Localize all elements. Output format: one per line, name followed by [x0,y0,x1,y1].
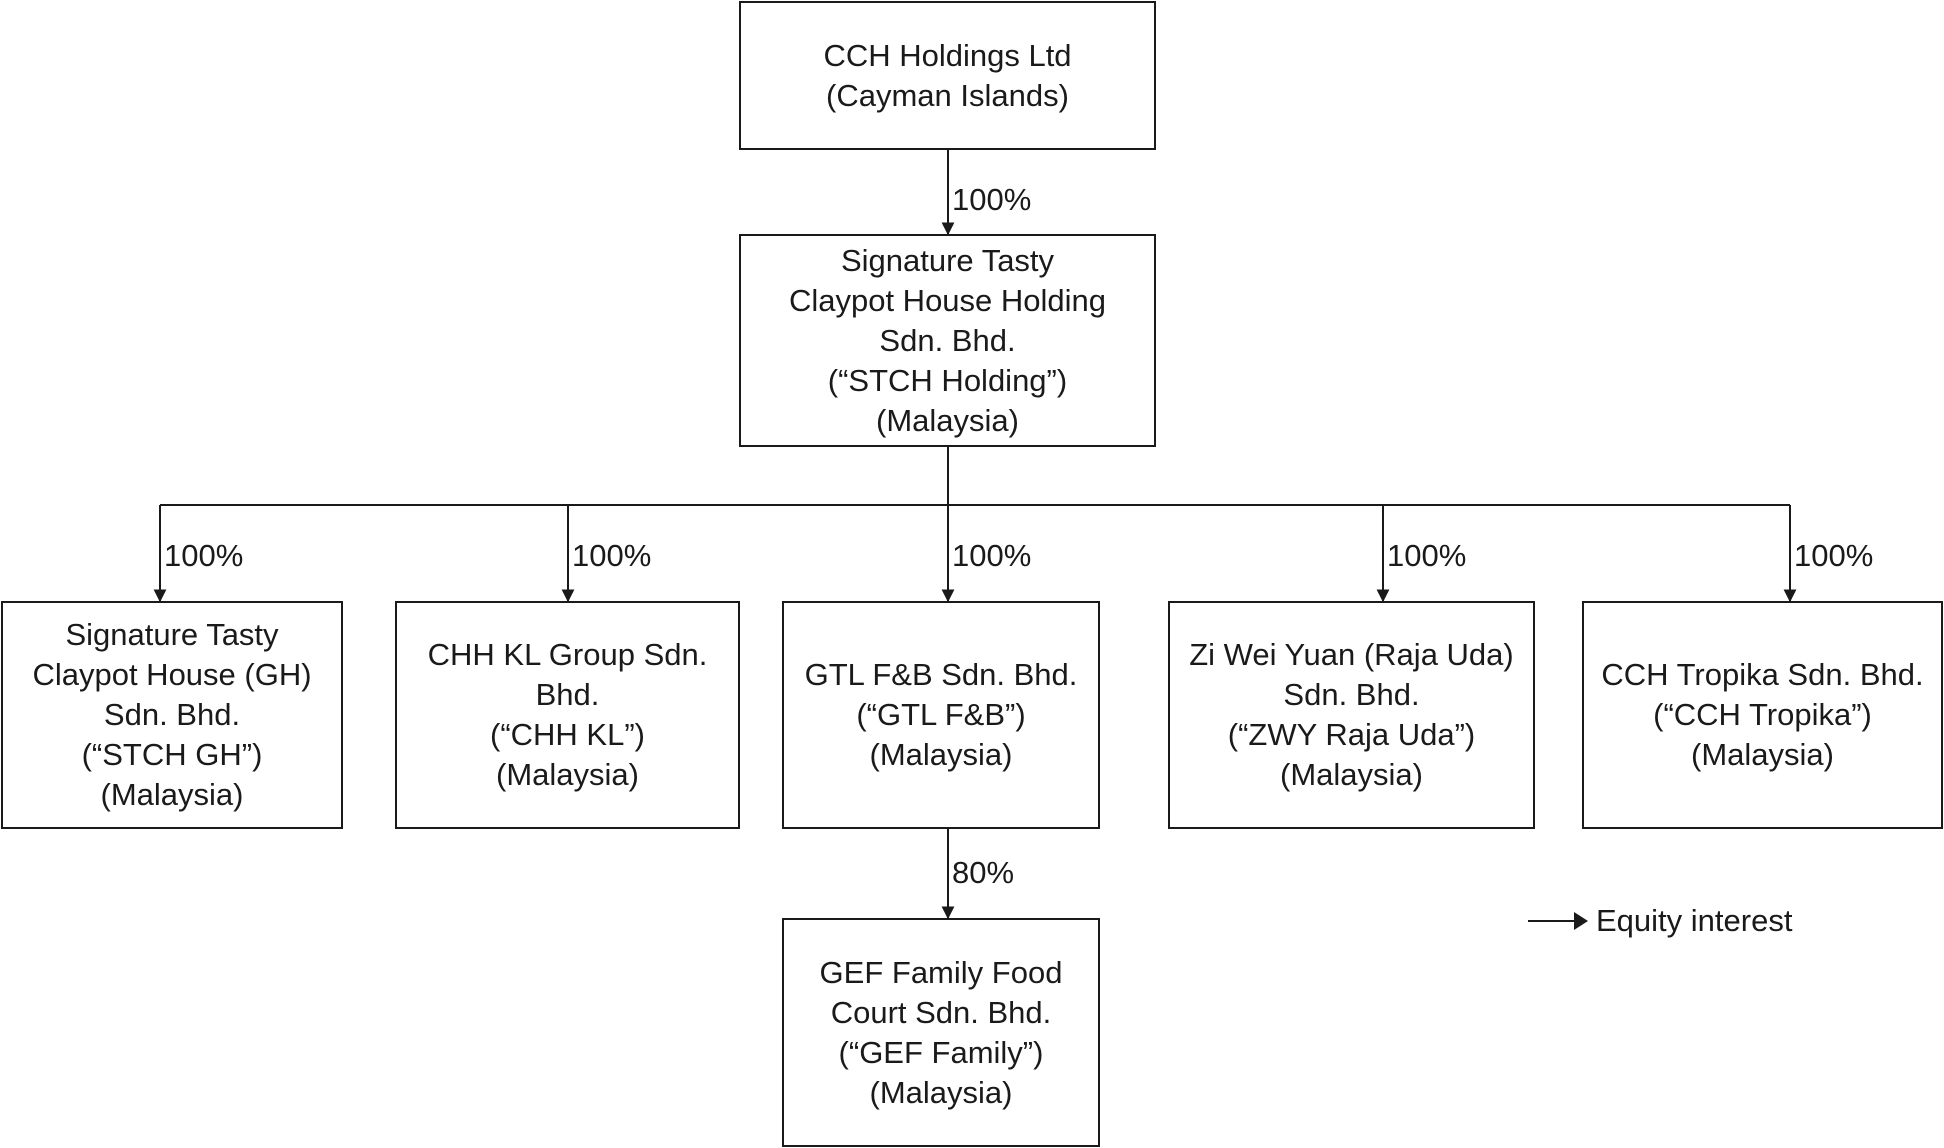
node-cch-tropika-line-3: (Malaysia) [1691,737,1834,772]
edge-label-stch-to-chhkl: 100% [572,538,652,573]
edge-label-stch-to-tropika: 100% [1794,538,1874,573]
edge-label-stch-to-zwy: 100% [1387,538,1467,573]
node-gef-family: GEF Family Food Court Sdn. Bhd. (“GEF Fa… [782,918,1100,1147]
node-chh-kl-line-1: CHH KL Group Sdn. [427,637,708,672]
node-gtl-fb-line-3: (Malaysia) [869,737,1013,772]
node-stch-gh-line-1: Signature Tasty [65,617,279,652]
node-stch-gh-line-3: Sdn. Bhd. [103,697,241,732]
node-stch-gh: Signature Tasty Claypot House (GH) Sdn. … [1,601,343,829]
legend: Equity interest [1528,903,1792,939]
node-cch-tropika-line-1: CCH Tropika Sdn. Bhd. [1601,657,1924,692]
legend-label: Equity interest [1596,903,1793,938]
node-zwy-raja-uda-line-2: Sdn. Bhd. [1283,677,1420,712]
node-cch-holdings-line-2: (Cayman Islands) [826,77,1069,113]
node-cch-tropika: CCH Tropika Sdn. Bhd. (“CCH Tropika”) (M… [1582,601,1943,829]
node-stch-holding-line-2: Claypot House Holding [788,282,1107,318]
node-stch-holding-line-4: (“STCH Holding”) [827,362,1068,398]
node-gef-family-line-1: GEF Family Food [819,954,1063,990]
node-stch-gh-line-2: Claypot House (GH) [32,657,312,692]
edge-label-gtl-to-gef: 80% [952,855,1015,890]
node-stch-holding-line-3: Sdn. Bhd. [879,322,1016,358]
node-gtl-fb-line-2: (“GTL F&B”) [856,697,1026,732]
edge-label-stch-to-gh: 100% [164,538,244,573]
node-cch-holdings: CCH Holdings Ltd (Cayman Islands) [739,1,1156,150]
node-stch-holding-line-1: Signature Tasty [840,242,1055,278]
node-stch-gh-line-4: (“STCH GH”) [81,737,263,772]
node-stch-gh-line-5: (Malaysia) [100,777,244,812]
node-stch-holding-line-5: (Malaysia) [876,402,1019,438]
node-gtl-fb-line-1: GTL F&B Sdn. Bhd. [804,657,1078,692]
node-gef-family-line-3: (“GEF Family”) [838,1034,1044,1070]
node-zwy-raja-uda-line-4: (Malaysia) [1280,757,1423,792]
node-chh-kl-line-4: (Malaysia) [496,757,639,792]
node-zwy-raja-uda-line-1: Zi Wei Yuan (Raja Uda) [1189,637,1514,672]
node-cch-tropika-line-2: (“CCH Tropika”) [1653,697,1872,732]
legend-arrow-icon [1528,912,1588,930]
edge-label-stch-to-gtl: 100% [952,538,1032,573]
node-gef-family-line-4: (Malaysia) [869,1074,1013,1110]
node-gtl-fb: GTL F&B Sdn. Bhd. (“GTL F&B”) (Malaysia) [782,601,1100,829]
node-chh-kl: CHH KL Group Sdn. Bhd. (“CHH KL”) (Malay… [395,601,740,829]
edge-label-cch-to-stch: 100% [952,182,1032,217]
node-chh-kl-line-2: Bhd. [535,677,600,712]
node-zwy-raja-uda: Zi Wei Yuan (Raja Uda) Sdn. Bhd. (“ZWY R… [1168,601,1535,829]
node-zwy-raja-uda-line-3: (“ZWY Raja Uda”) [1227,717,1476,752]
node-cch-holdings-line-1: CCH Holdings Ltd [823,37,1072,73]
node-chh-kl-line-3: (“CHH KL”) [490,717,645,752]
node-gef-family-line-2: Court Sdn. Bhd. [830,994,1052,1030]
node-stch-holding: Signature Tasty Claypot House Holding Sd… [739,234,1156,447]
